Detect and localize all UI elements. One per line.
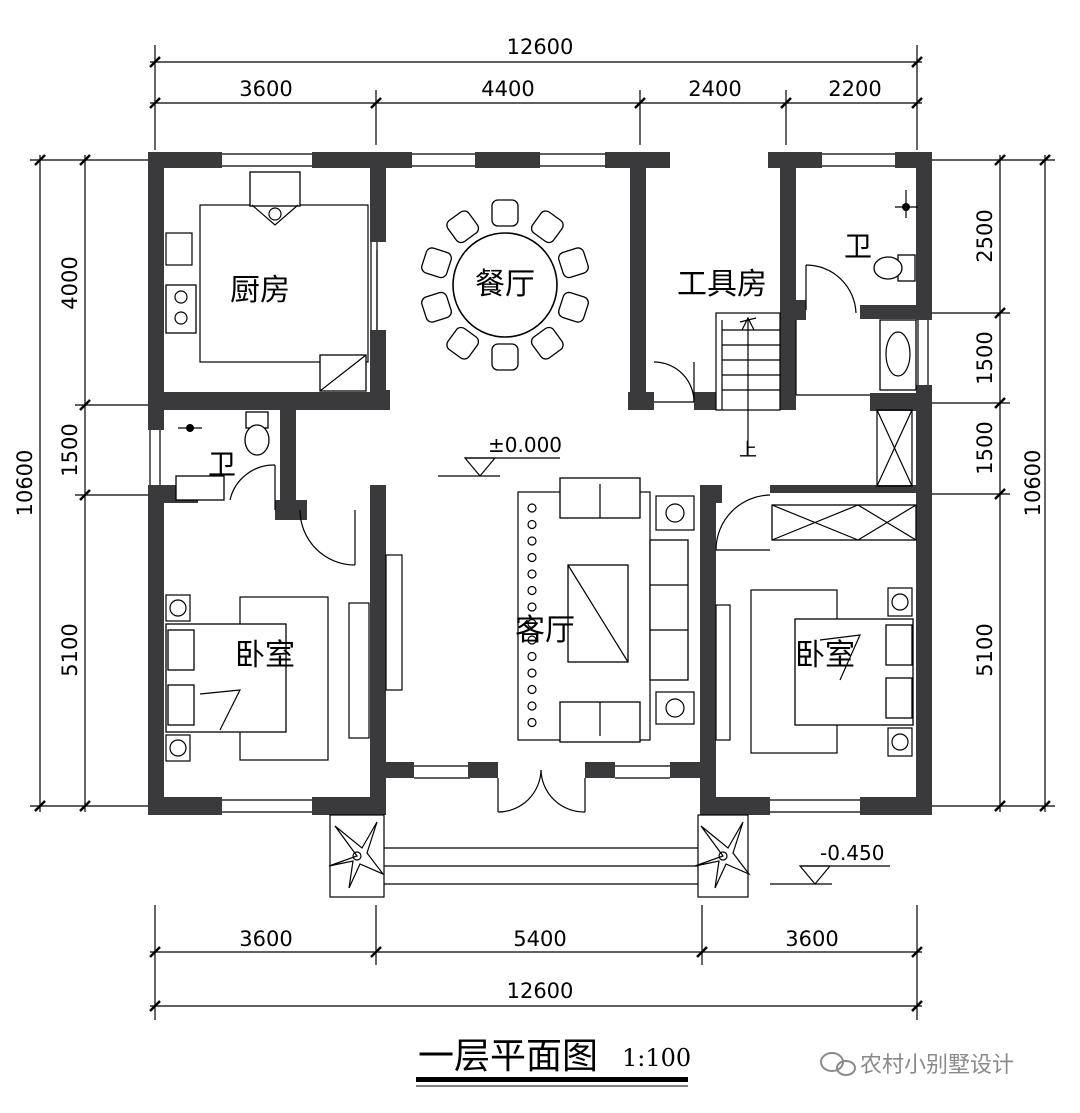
dim-bottom-seg-1: 3600 (239, 927, 292, 951)
carpet-ornament (527, 536, 537, 546)
doors (229, 264, 857, 813)
windows (149, 153, 929, 813)
dining-table (421, 199, 589, 371)
carpet-ornament (527, 668, 537, 678)
dim-right-seg-2: 1500 (973, 331, 997, 384)
dim-top-total: 12600 (507, 35, 574, 59)
room-label-tool-room: 工具房 (677, 267, 767, 302)
drawing-title: 一层平面图 (418, 1036, 598, 1077)
dining-chair (421, 247, 452, 279)
room-label-bath-upper: 卫 (844, 230, 872, 263)
dim-right-seg-1: 2500 (973, 209, 997, 262)
dim-right-seg-3: 1500 (973, 421, 997, 474)
room-label-bedroom-left: 卧室 (235, 638, 295, 673)
level-outside-label: -0.450 (820, 841, 884, 865)
carpet-ornament (527, 503, 537, 513)
stair-up-label: 上 (739, 440, 757, 461)
carpet-ornament (527, 569, 537, 579)
room-label-living: 客厅 (515, 613, 575, 648)
dim-left-total: 10600 (13, 450, 37, 517)
carpet-ornament (527, 618, 537, 629)
dimension-lines (30, 45, 1055, 1020)
watermark-text: 农村小别墅设计 (860, 1053, 1014, 1078)
room-label-dining: 餐厅 (475, 267, 535, 302)
dim-top-seg-1: 3600 (239, 77, 292, 101)
walls (148, 152, 932, 815)
dim-left-seg-3: 5100 (58, 623, 82, 676)
dining-chair (558, 247, 589, 279)
level-floor-label: ±0.000 (488, 433, 562, 457)
carpet-ornament (527, 651, 537, 662)
carpet-ornament (527, 602, 537, 612)
dim-bottom-total: 12600 (507, 979, 574, 1003)
carpet-ornament (527, 717, 537, 728)
drawing-scale: 1:100 (622, 1044, 691, 1072)
watermark-logo-icon (820, 1052, 856, 1076)
stairs (715, 312, 870, 455)
level-marker-outside (770, 865, 890, 885)
left-bedroom-furniture (165, 554, 403, 762)
entrance-steps (329, 814, 749, 898)
carpet-ornament (527, 552, 537, 563)
level-marker-floor (438, 457, 560, 477)
kitchen-furniture (165, 171, 378, 392)
dim-bottom-seg-3: 3600 (785, 927, 838, 951)
dining-chair (530, 210, 564, 244)
lower-bath-fixtures (175, 411, 270, 501)
dining-chair (491, 199, 519, 227)
dining-chair (530, 326, 564, 360)
carpet-ornament (527, 585, 537, 596)
dimension-ticks (34, 56, 1051, 1012)
dim-top-seg-4: 2200 (828, 77, 881, 101)
room-label-kitchen: 厨房 (230, 273, 290, 308)
room-label-bedroom-right: 卧室 (795, 638, 855, 673)
plant-right (694, 821, 751, 889)
right-bedroom-furniture (715, 409, 917, 757)
carpet-ornament (527, 519, 537, 530)
room-label-bath-lower: 卫 (208, 448, 236, 481)
dining-chair (446, 326, 480, 360)
carpet-ornament (527, 701, 537, 711)
dim-left-seg-2: 1500 (58, 423, 82, 476)
dining-chair (446, 210, 480, 244)
dining-chair (421, 291, 452, 323)
title-underline (416, 1077, 688, 1082)
dim-right-total: 10600 (1021, 450, 1045, 517)
plant-left (328, 821, 385, 889)
upper-bath-fixtures (873, 190, 918, 391)
carpet-ornament (527, 684, 537, 695)
dim-bottom-seg-2: 5400 (513, 927, 566, 951)
dim-right-seg-4: 5100 (973, 623, 997, 676)
carpet-ornament (527, 635, 537, 645)
dining-chair (491, 343, 519, 371)
living-room-furniture (517, 477, 695, 743)
dining-chair (558, 291, 589, 323)
dim-top-seg-2: 4400 (481, 77, 534, 101)
dim-left-seg-1: 4000 (58, 256, 82, 309)
dim-top-seg-3: 2400 (688, 77, 741, 101)
